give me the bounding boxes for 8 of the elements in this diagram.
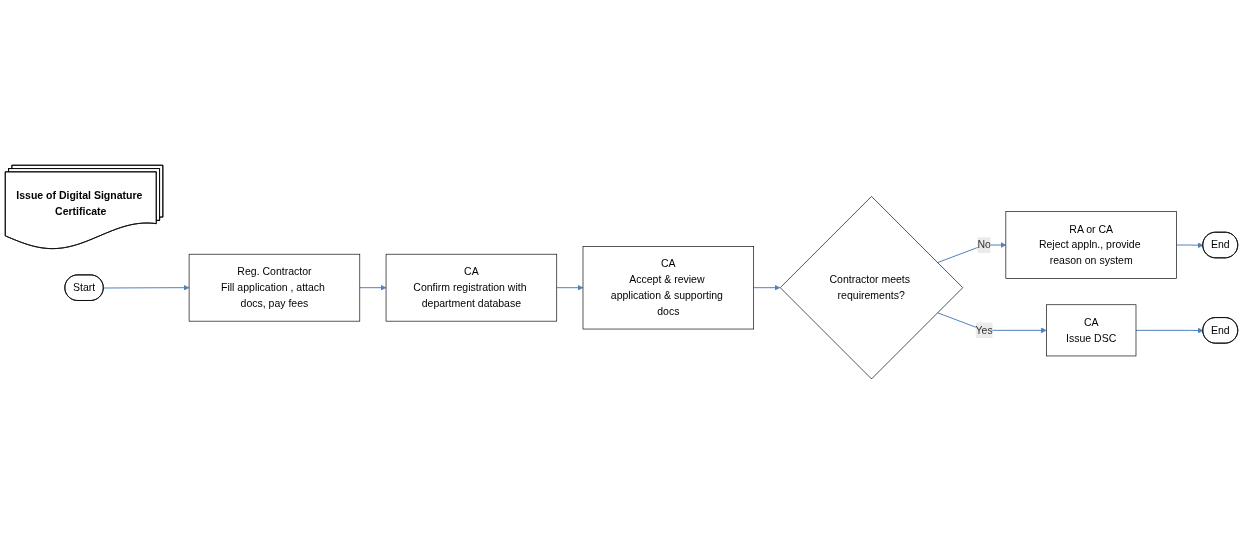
node-diamond: Contractor meets requirements? xyxy=(779,196,964,380)
node-box: CA Accept & review application & supporting docs xyxy=(582,246,754,330)
node-box: CA Issue DSC xyxy=(1046,304,1137,357)
edge-label: No xyxy=(977,239,991,251)
node-box: RA or CA Reject appln., provide reason on system xyxy=(1005,211,1177,280)
node-box: CA Confirm registration with department database xyxy=(385,254,558,322)
edge-label: Yes xyxy=(975,324,993,337)
node-box: Reg. Contractor Fill application , attach docs, pay fees xyxy=(188,254,361,322)
